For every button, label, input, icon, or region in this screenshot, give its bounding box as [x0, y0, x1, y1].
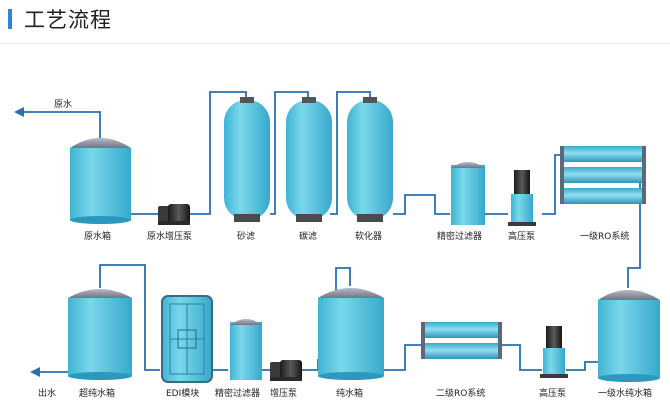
inlet-arrow-icon: [14, 107, 24, 117]
label-high-pressure-pump-2: 高压泵: [539, 387, 566, 399]
outlet-arrow-icon: [30, 367, 40, 377]
pure-water-tank: [318, 288, 384, 380]
label-ro-stage1-tank: 一级水纯水箱: [598, 387, 652, 399]
header-divider: [0, 43, 670, 44]
raw-water-tank: [70, 138, 131, 224]
page-title: 工艺流程: [24, 8, 112, 32]
label-ro-stage2: 二级RO系统: [436, 387, 485, 399]
label-booster-pump-2: 增压泵: [270, 387, 297, 399]
ultrapure-water-tank: [68, 289, 132, 380]
high-pressure-pump-1: [508, 170, 536, 226]
ro-stage1-pure-tank: [598, 290, 660, 382]
softener: [347, 97, 393, 222]
label-sand-filter: 砂滤: [237, 230, 255, 242]
ro-stage1-membranes: [560, 146, 646, 204]
label-raw-water-tank: 原水箱: [84, 230, 111, 242]
label-carbon-filter: 碳滤: [299, 230, 317, 242]
label-pure-water-tank: 纯水箱: [336, 387, 363, 399]
label-ro-stage1: 一级RO系统: [580, 230, 629, 242]
label-high-pressure-pump-1: 高压泵: [508, 230, 535, 242]
label-precision-filter-2: 精密过滤器: [215, 387, 260, 399]
edi-module: [161, 295, 213, 383]
label-edi-module: EDI模块: [166, 387, 199, 399]
title-accent-bar: [8, 9, 12, 29]
carbon-filter: [286, 97, 332, 222]
label-softener: 软化器: [355, 230, 382, 242]
label-raw-booster-pump: 原水增压泵: [147, 230, 192, 242]
label-raw-water-in: 原水: [54, 98, 72, 110]
booster-pump-2: [270, 360, 302, 381]
header: 工艺流程: [0, 0, 670, 44]
high-pressure-pump-2: [540, 326, 568, 378]
ro-stage2-membranes: [421, 322, 502, 359]
precision-filter-2: [230, 319, 262, 380]
label-precision-filter-1: 精密过滤器: [437, 230, 482, 242]
label-water-out: 出水: [38, 387, 56, 399]
pipes-row-1: [24, 91, 641, 288]
label-ultrapure-tank: 超纯水箱: [79, 387, 115, 399]
precision-filter-1: [451, 162, 485, 225]
raw-booster-pump: [158, 204, 190, 225]
sand-filter: [224, 97, 270, 222]
